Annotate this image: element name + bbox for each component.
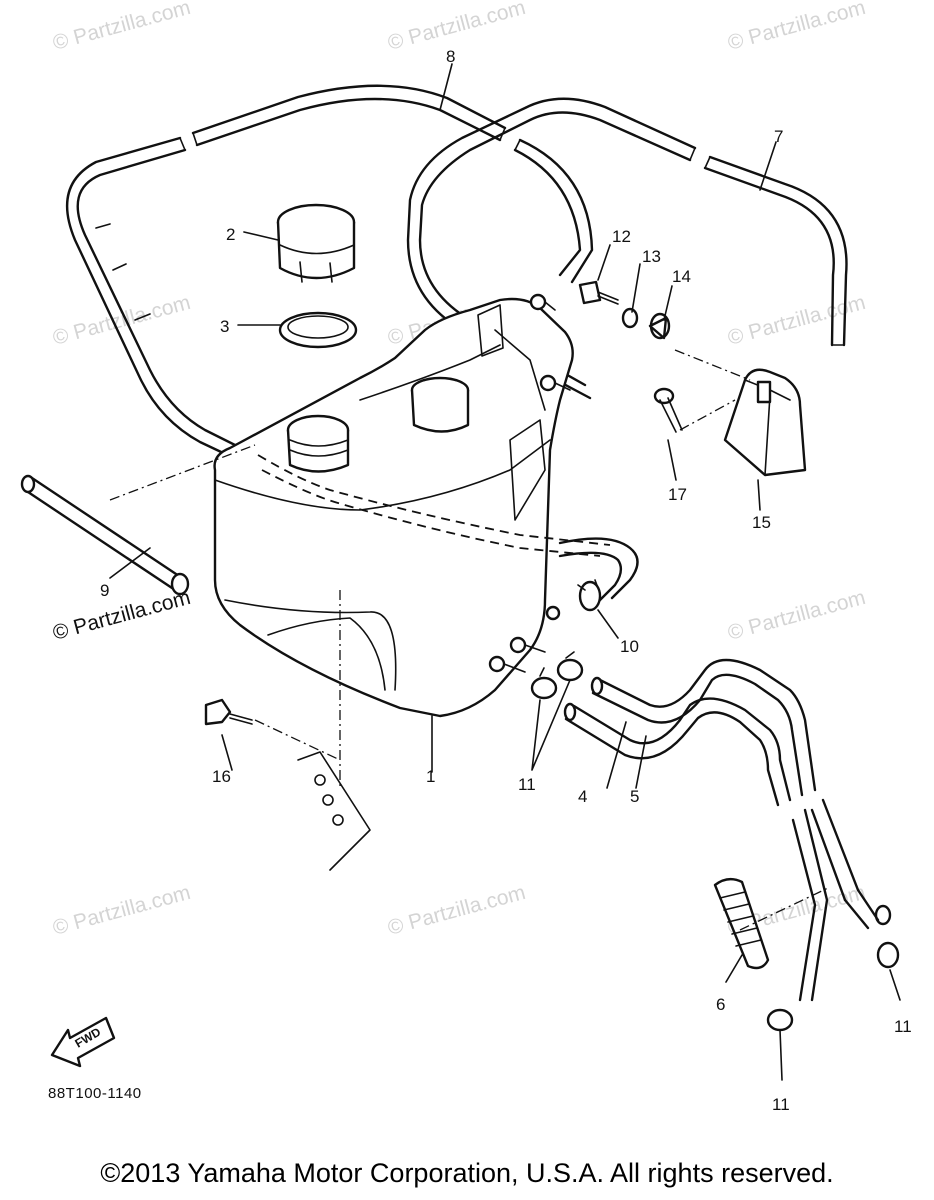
callout-6: 6 [716, 995, 725, 1014]
callout-11: 11 [772, 1095, 790, 1114]
sleeve-6 [713, 877, 770, 970]
watermark: © Partzilla.com [385, 881, 528, 940]
callout-5: 5 [630, 787, 639, 806]
hose-7 [406, 97, 848, 400]
callout-2: 2 [226, 225, 235, 244]
clamps-11 [530, 651, 900, 1032]
screw-17 [653, 387, 683, 433]
watermark: © Partzilla.com [725, 586, 868, 645]
hose-8 [66, 84, 594, 470]
partzilla-watermark: © Partzilla.com [50, 586, 193, 645]
clip-10 [577, 579, 602, 612]
watermark: © Partzilla.com [385, 0, 528, 55]
fasteners-12-14 [578, 280, 671, 340]
gasket-3 [278, 311, 358, 349]
cap-2 [276, 203, 356, 283]
leader-lines [109, 63, 901, 1081]
watermark: © Partzilla.com [725, 291, 868, 350]
hoses-4-5 [563, 658, 892, 1002]
part-number: 88T100-1140 [48, 1085, 142, 1102]
callout-1: 1 [426, 767, 435, 786]
copyright-notice: ©2013 Yamaha Motor Corporation, U.S.A. A… [100, 1158, 834, 1188]
callout-10: 10 [620, 637, 639, 656]
callout-12: 12 [612, 227, 631, 246]
callout-8: 8 [446, 47, 455, 66]
callout-11: 11 [518, 775, 536, 794]
oil-tank-1 [213, 293, 639, 718]
tube-9 [20, 474, 190, 596]
callout-15: 15 [752, 513, 771, 532]
callout-16: 16 [212, 767, 231, 786]
fwd-arrow-icon: FWD [50, 1016, 116, 1068]
watermark: © Partzilla.com [50, 881, 193, 940]
callouts: 1 2 3 4 5 6 7 8 9 10 11 11 11 12 13 14 1… [100, 47, 912, 1114]
callout-7: 7 [774, 127, 783, 146]
watermark: © Partzilla.com [725, 0, 868, 55]
watermark: © Partzilla.com [50, 0, 193, 55]
callout-11: 11 [894, 1017, 912, 1036]
bracket-15 [723, 368, 807, 477]
bolt-16 [204, 698, 371, 871]
callout-4: 4 [578, 787, 587, 806]
callout-3: 3 [220, 317, 229, 336]
callout-17: 17 [668, 485, 687, 504]
callout-13: 13 [642, 247, 661, 266]
callout-14: 14 [672, 267, 691, 286]
callout-9: 9 [100, 581, 109, 600]
